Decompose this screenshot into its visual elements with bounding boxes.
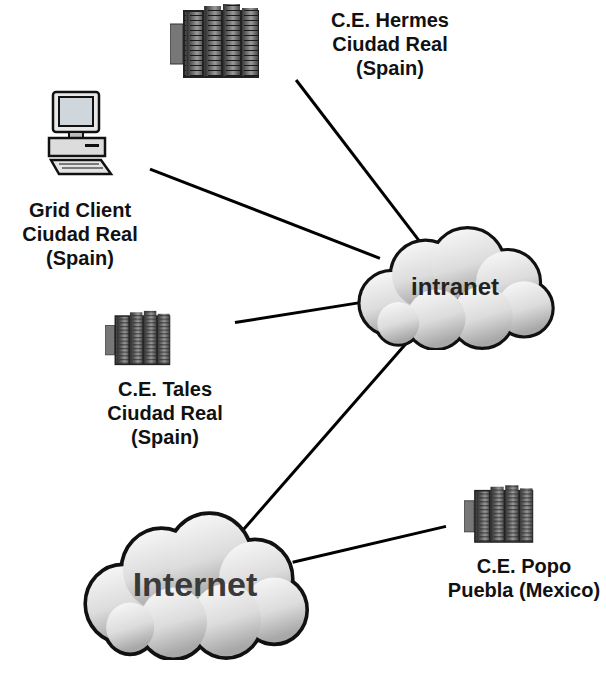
computer-icon — [45, 88, 115, 188]
site-label: C.E. Popo Puebla (Mexico) — [446, 554, 602, 602]
server-icon — [464, 480, 534, 548]
site-label: C.E. Tales Ciudad Real (Spain) — [95, 377, 235, 449]
network-label: intranet — [411, 274, 499, 300]
site-label: C.E. Hermes Ciudad Real (Spain) — [320, 8, 460, 80]
client-computer: Grid Client Ciudad Real (Spain) — [10, 88, 150, 270]
network-cloud: Internet — [75, 510, 315, 660]
network-link — [293, 526, 446, 562]
network-link — [235, 302, 366, 323]
network-link — [150, 169, 380, 258]
site-label: Grid Client Ciudad Real (Spain) — [10, 198, 150, 270]
network-link — [242, 333, 416, 532]
compute-element: C.E. Popo Puebla (Mexico) — [446, 480, 602, 602]
compute-element: C.E. Tales Ciudad Real (Spain) — [95, 305, 235, 449]
server-icon — [170, 2, 260, 80]
network-cloud: intranet — [350, 225, 560, 350]
server-icon — [105, 305, 171, 371]
compute-element: C.E. Hermes Ciudad Real (Spain) — [170, 2, 460, 80]
network-link — [296, 80, 420, 241]
network-label: Internet — [133, 566, 258, 603]
